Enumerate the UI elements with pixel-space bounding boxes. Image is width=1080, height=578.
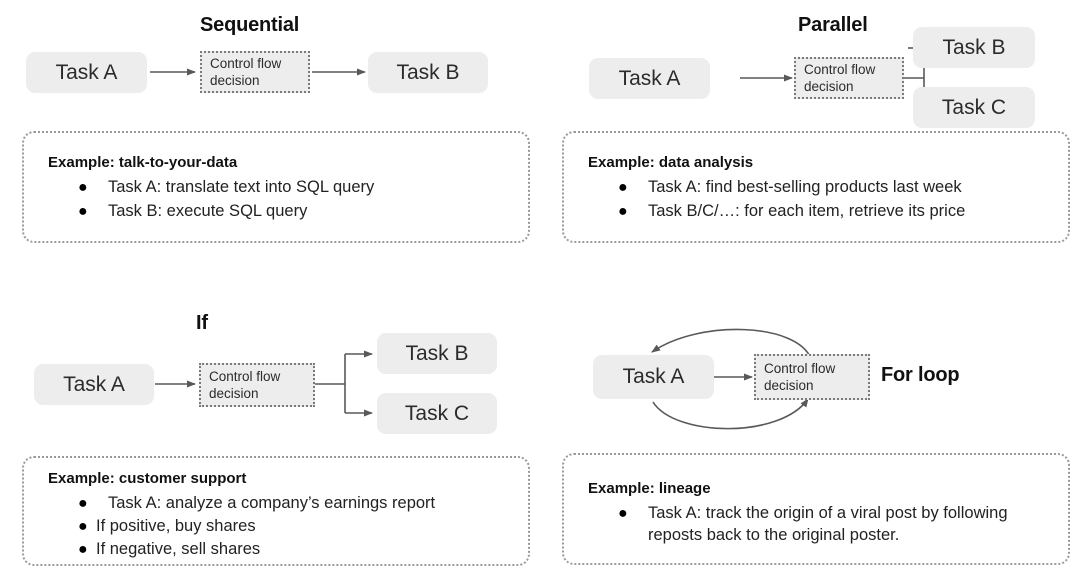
parallel-task-b-box: Task B <box>913 27 1035 68</box>
parallel-example-heading: Example: data analysis <box>588 154 754 171</box>
parallel-task-a-label: Task A <box>618 66 681 90</box>
for-loop-task-a-label: Task A <box>622 365 685 388</box>
quadrant-if: If Task A Control flow decision Task B T… <box>0 289 540 578</box>
sequential-task-a-label: Task A <box>55 60 118 84</box>
quadrant-for-loop: For loop Task A Control flow decision Ex… <box>540 289 1080 578</box>
for-loop-example-heading: Example: lineage <box>588 480 711 497</box>
sequential-decision-box: Control flow decision <box>200 51 310 93</box>
for-loop-title: For loop <box>881 364 960 386</box>
list-item: ● Task A: track the origin of a viral po… <box>588 503 1008 547</box>
parallel-decision-line1: Control flow <box>804 61 876 77</box>
bullet-icon: ● <box>618 505 628 522</box>
list-item-text: If positive, buy shares <box>96 516 256 535</box>
list-item-text: Task A: translate text into SQL query <box>108 178 375 196</box>
list-item: ● Task A: analyze a company’s earnings r… <box>48 493 518 515</box>
list-item: ● Task B: execute SQL query <box>48 201 508 223</box>
if-title: If <box>196 312 208 334</box>
bullet-icon: ● <box>78 202 88 220</box>
list-item: ● Task A: find best-selling products las… <box>588 177 1058 199</box>
bullet-icon: ● <box>618 202 628 220</box>
parallel-decision-line2: decision <box>804 79 854 94</box>
parallel-task-c-label: Task C <box>941 95 1007 119</box>
sequential-task-b-label: Task B <box>396 60 460 84</box>
list-item: ● If positive, buy shares <box>48 516 518 538</box>
parallel-example-list: ● Task A: find best-selling products las… <box>588 177 1058 223</box>
list-item-text: If negative, sell shares <box>96 539 261 558</box>
for-loop-task-a-box: Task A <box>593 355 714 399</box>
list-item: ● Task A: translate text into SQL query <box>48 177 508 199</box>
if-example-list: ● Task A: analyze a company’s earnings r… <box>48 493 518 560</box>
bullet-icon: ● <box>78 495 88 512</box>
if-task-a-box: Task A <box>34 364 154 405</box>
parallel-task-c-box: Task C <box>913 87 1035 128</box>
list-item-text: Task A: find best-selling products last … <box>648 178 962 196</box>
list-item-text: Task B: execute SQL query <box>108 201 308 220</box>
for-loop-example-box: Example: lineage ● Task A: track the ori… <box>562 453 1070 565</box>
if-task-b-label: Task B <box>405 341 469 365</box>
for-loop-decision-box: Control flow decision <box>754 354 870 400</box>
bullet-icon: ● <box>78 179 88 196</box>
list-item-text: Task A: analyze a company’s earnings rep… <box>108 494 436 512</box>
parallel-task-b-label: Task B <box>942 35 1006 59</box>
if-decision-line1: Control flow <box>209 368 281 384</box>
list-item: ● Task B/C/…: for each item, retrieve it… <box>588 201 1058 223</box>
if-decision-box: Control flow decision <box>199 363 315 407</box>
list-item: ● If negative, sell shares <box>48 539 518 561</box>
if-task-a-label: Task A <box>63 372 125 396</box>
list-item-text: Task B/C/…: for each item, retrieve its … <box>648 201 966 220</box>
for-loop-example-list: ● Task A: track the origin of a viral po… <box>588 503 1008 547</box>
sequential-decision-line2: decision <box>210 73 260 88</box>
if-example-heading: Example: customer support <box>48 470 247 487</box>
parallel-task-a-box: Task A <box>589 58 710 99</box>
bullet-icon: ● <box>618 179 628 196</box>
sequential-task-a-box: Task A <box>26 52 147 93</box>
parallel-example-box: Example: data analysis ● Task A: find be… <box>562 131 1070 243</box>
bullet-icon: ● <box>78 540 88 558</box>
if-task-c-box: Task C <box>377 393 497 434</box>
sequential-task-b-box: Task B <box>368 52 488 93</box>
if-example-box: Example: customer support ● Task A: anal… <box>22 456 530 566</box>
parallel-title: Parallel <box>798 14 868 36</box>
if-decision-line2: decision <box>209 386 259 401</box>
for-loop-decision-line2: decision <box>764 378 814 393</box>
list-item-text: Task A: track the origin of a viral post… <box>648 504 1008 544</box>
for-loop-decision-line1: Control flow <box>764 360 836 376</box>
if-task-c-label: Task C <box>404 401 470 425</box>
if-task-b-box: Task B <box>377 333 497 374</box>
quadrant-sequential: Sequential Task A Control flow decision … <box>0 0 540 289</box>
sequential-example-heading: Example: talk-to-your-data <box>48 154 238 171</box>
sequential-decision-line1: Control flow <box>210 55 282 71</box>
parallel-decision-box: Control flow decision <box>794 57 904 99</box>
quadrant-parallel: Parallel Task A Control flow decision Ta… <box>540 0 1080 289</box>
bullet-icon: ● <box>78 517 88 535</box>
sequential-example-box: Example: talk-to-your-data ● Task A: tra… <box>22 131 530 243</box>
sequential-example-list: ● Task A: translate text into SQL query … <box>48 177 508 223</box>
sequential-title: Sequential <box>200 14 300 36</box>
